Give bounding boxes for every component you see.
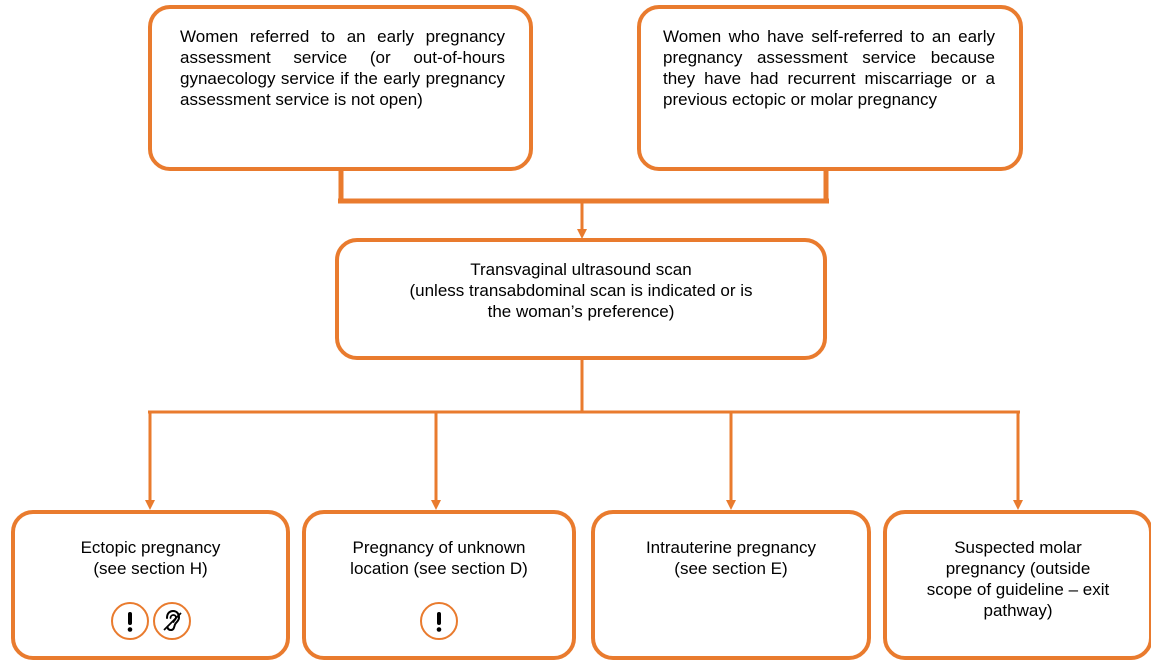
molar-pregnancy-text: Suspected molar pregnancy (outside scope… [887, 537, 1149, 621]
molar-pregnancy-box: Suspected molar pregnancy (outside scope… [883, 510, 1151, 660]
scan-line-2: (unless transabdominal scan is indicated… [409, 281, 753, 300]
self-referred-women-text: Women who have self-referred to an early… [663, 27, 995, 109]
scan-line-1: Transvaginal ultrasound scan [470, 260, 692, 279]
ultrasound-scan-text: Transvaginal ultrasound scan (unless tra… [339, 259, 823, 322]
unknown-location-box: Pregnancy of unknown location (see secti… [302, 510, 576, 660]
ectopic-line-2: (see section H) [93, 559, 208, 578]
connector-lines [145, 170, 1023, 510]
ectopic-icons [15, 602, 286, 640]
referred-women-text: Women referred to an early pregnancy ass… [180, 27, 505, 109]
ectopic-pregnancy-text: Ectopic pregnancy (see section H) [15, 537, 286, 579]
molar-line-4: pathway) [983, 601, 1053, 620]
unknown-line-2: location (see section D) [350, 559, 528, 578]
molar-line-1: Suspected molar [954, 538, 1082, 557]
ectopic-line-1: Ectopic pregnancy [80, 538, 221, 557]
unknown-location-icons [306, 602, 572, 640]
exclamation-icon [110, 602, 149, 640]
unknown-line-1: Pregnancy of unknown [352, 538, 526, 557]
intrauterine-pregnancy-box: Intrauterine pregnancy (see section E) [591, 510, 871, 660]
ear-icon [152, 602, 191, 640]
self-referred-women-box: Women who have self-referred to an early… [637, 5, 1023, 171]
unknown-location-text: Pregnancy of unknown location (see secti… [306, 537, 572, 579]
intrauterine-line-1: Intrauterine pregnancy [645, 538, 817, 557]
ectopic-pregnancy-box: Ectopic pregnancy (see section H) [11, 510, 290, 660]
referred-women-box: Women referred to an early pregnancy ass… [148, 5, 533, 171]
molar-line-2: pregnancy (outside [945, 559, 1091, 578]
intrauterine-pregnancy-text: Intrauterine pregnancy (see section E) [595, 537, 867, 579]
intrauterine-line-2: (see section E) [674, 559, 788, 578]
scan-line-3: the woman’s preference) [487, 302, 675, 321]
exclamation-icon [420, 602, 458, 640]
ultrasound-scan-box: Transvaginal ultrasound scan (unless tra… [335, 238, 827, 360]
molar-line-3: scope of guideline – exit [926, 580, 1110, 599]
